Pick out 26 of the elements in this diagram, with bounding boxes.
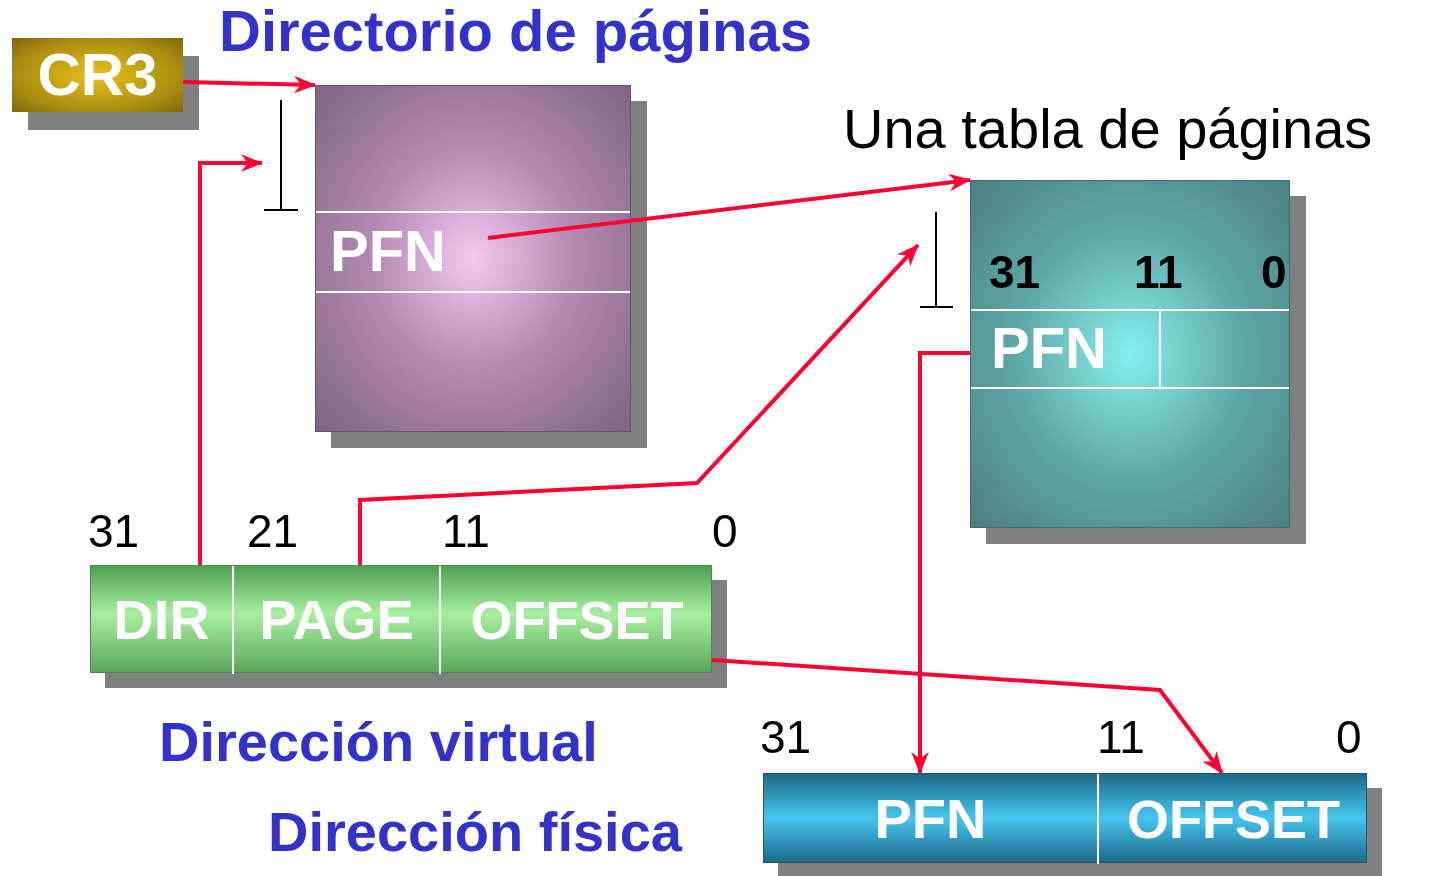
- bit-number: 11: [442, 508, 490, 554]
- arrow: [711, 658, 1224, 775]
- bit-number: 31: [760, 714, 812, 760]
- field-label: OFFSET: [470, 593, 684, 647]
- field-label: OFFSET: [1127, 792, 1340, 846]
- field-label: CR3: [37, 45, 158, 105]
- bit-number: 0: [1261, 249, 1287, 295]
- bit-number: 11: [1097, 714, 1145, 760]
- address-caption: Dirección virtual: [159, 714, 598, 770]
- arrow: [487, 173, 972, 240]
- field-label: DIR: [113, 592, 210, 648]
- bit-number: 0: [1336, 714, 1362, 760]
- field-label: PFN: [874, 791, 987, 847]
- arrow: [358, 243, 920, 565]
- bit-number: 21: [247, 508, 299, 554]
- bit-number: 11: [1134, 249, 1183, 295]
- field-label: PAGE: [259, 592, 414, 648]
- field-label: PFN: [330, 222, 446, 280]
- arrow: [198, 154, 264, 565]
- field-label: PFN: [991, 319, 1107, 377]
- bit-number: 0: [712, 508, 738, 554]
- bit-number: 31: [989, 249, 1041, 295]
- address-caption: Dirección física: [268, 804, 682, 860]
- bit-number: 31: [88, 508, 140, 554]
- arrow: [182, 75, 317, 94]
- arrow: [911, 351, 970, 775]
